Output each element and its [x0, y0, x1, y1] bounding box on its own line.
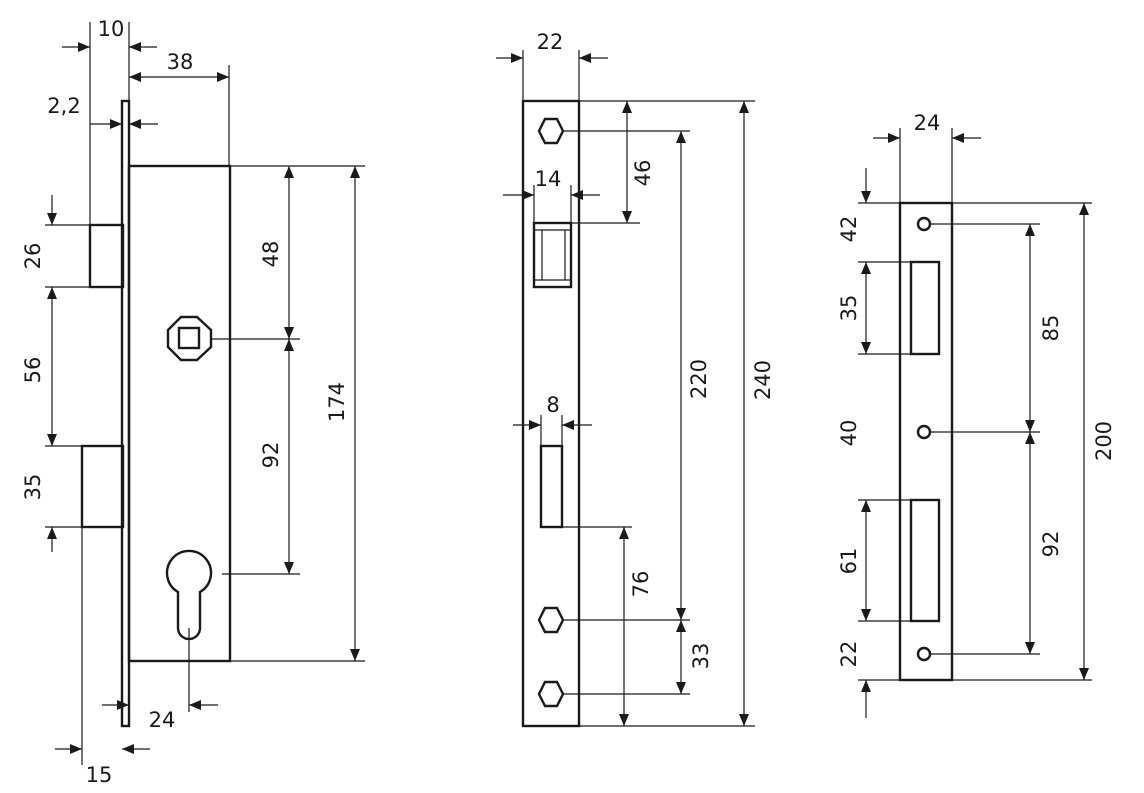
faceplate-screw-middle: [537, 606, 565, 634]
dim-lock-cylinder: 24: [149, 708, 176, 732]
faceplate-screw-bottom: [537, 680, 565, 708]
faceplate-outline: [521, 99, 581, 728]
dim-lock-body-height: 174: [325, 382, 349, 422]
dim-lock-depth: 15: [86, 763, 113, 787]
strike-bolt-opening: [909, 498, 941, 623]
dim-faceplate-latch-width: 14: [535, 167, 562, 191]
dim-strike-length: 200: [1092, 421, 1116, 461]
dim-strike-middle: 40: [837, 420, 861, 447]
strike-dimension-lines: [861, 133, 1089, 718]
dim-strike-upper: 85: [1039, 315, 1063, 342]
strike-extension-lines: [858, 128, 1092, 681]
dim-lock-width: 10: [98, 17, 125, 41]
dim-lock-bolt-height: 35: [21, 474, 45, 501]
dim-strike-width: 24: [914, 111, 941, 135]
faceplate-dimension-lines: [496, 53, 749, 726]
strike-screw-top: [916, 216, 932, 232]
dim-faceplate-width: 22: [537, 30, 564, 54]
faceplate-labels: 22 14 8 46 220 240 76 33: [535, 30, 775, 669]
dead-bolt: [80, 444, 125, 529]
dim-lock-spindle: 48: [259, 241, 283, 268]
dim-faceplate-bottom-33: 33: [689, 643, 713, 670]
dim-strike-latch: 35: [837, 295, 861, 322]
spindle-hub: [166, 315, 213, 362]
lock-body-view: [80, 99, 232, 728]
lock-case: [127, 164, 232, 663]
dim-faceplate-screw-distance: 220: [687, 359, 711, 399]
dim-lock-latch-height: 26: [21, 243, 45, 270]
dim-faceplate-bottom-76: 76: [629, 571, 653, 598]
dim-strike-bottom: 22: [837, 641, 861, 668]
lock-body-extension-lines: [45, 22, 365, 765]
strike-screw-bottom: [916, 646, 932, 662]
dim-strike-bolt: 61: [837, 548, 861, 575]
latch-bolt: [88, 223, 125, 289]
faceplate-bolt-opening: [539, 444, 564, 529]
faceplate-extension-lines: [522, 50, 755, 727]
dim-strike-top: 42: [837, 216, 861, 243]
dim-lock-gap: 56: [21, 357, 45, 384]
cylinder-cutout: [165, 549, 213, 641]
lock-body-dimension-lines: [47, 42, 360, 754]
faceplate-latch-opening: [532, 221, 573, 289]
strike-labels: 24 42 35 40 61 22 85 92 200: [837, 111, 1116, 667]
strike-latch-opening: [909, 260, 941, 356]
strike-plate-view: [898, 201, 954, 682]
dim-lock-centre-distance: 92: [259, 442, 283, 469]
dim-lock-faceplate-thickness: 2,2: [47, 94, 80, 118]
strike-screw-middle: [916, 424, 932, 440]
lock-body-labels: 10 38 2,2 26 56 35 48 92 174 24 15: [21, 17, 349, 787]
dim-lock-backset: 38: [167, 50, 194, 74]
faceplate-view: [521, 99, 581, 728]
dim-faceplate-length: 240: [751, 360, 775, 400]
dim-strike-lower: 92: [1039, 531, 1063, 558]
dim-faceplate-top: 46: [631, 160, 655, 187]
faceplate-screw-top: [537, 117, 565, 145]
strike-plate-outline: [898, 201, 954, 682]
dim-faceplate-bolt-width: 8: [546, 393, 559, 417]
